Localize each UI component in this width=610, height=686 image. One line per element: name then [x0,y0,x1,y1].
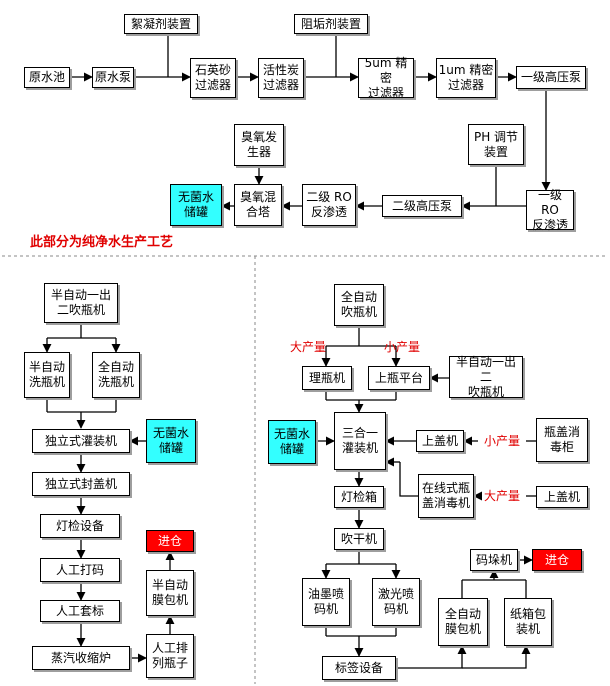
hp-pump-2-box: 二级高压泵 [382,195,462,217]
left-semi-wrapper-box: 半自动 膜包机 [146,570,194,616]
raw-pool-box: 原水池 [24,67,70,88]
left-inspection-box: 灯检设备 [40,514,120,538]
left-full-washer-box: 全自动 洗瓶机 [92,352,140,398]
right-warehouse-box: 进仓 [532,549,582,571]
right-laser-coder-box: 激光喷 码机 [372,578,420,626]
right-inspection-box: 灯检箱 [334,486,384,508]
left-manual-arrange-box: 人工排 列瓶子 [146,634,194,678]
right-auto-wrapper-box: 全自动 膜包机 [438,598,488,646]
carbon-filter-box: 活性炭 过滤器 [258,58,304,98]
sterile-tank-top-box: 无菌水 储罐 [170,184,222,226]
right-dryer-box: 吹干机 [334,528,384,550]
right-triblock-filler-box: 三合一 灌装机 [334,412,386,470]
left-warehouse-box: 进仓 [146,530,194,552]
left-semi-washer-box: 半自动 洗瓶机 [24,352,70,398]
low-output-cap-label: 小产量 [484,434,521,448]
left-shrink-tunnel-box: 蒸汽收缩炉 [32,646,130,670]
left-sterile-tank-box: 无菌水 储罐 [146,419,196,463]
right-carton-packer-box: 纸箱包 装机 [504,598,552,646]
left-blow-molder-box: 半自动一出 二吹瓶机 [44,283,118,323]
right-semi-blow-molder-box: 半自动一出二 吹瓶机 [449,355,523,399]
right-sterile-tank-box: 无菌水 储罐 [268,420,316,464]
right-cap-elevator-box: 上盖机 [416,430,464,452]
ozone-mixer-box: 臭氧混 合塔 [234,184,282,226]
section-title: 此部分为纯净水生产工艺 [30,235,174,250]
right-cap-sterilizing-cabinet-box: 瓶盖消 毒柜 [536,418,588,462]
right-feeding-platform-box: 上瓶平台 [368,366,430,390]
right-unscrambler-box: 理瓶机 [302,366,352,390]
high-output-cap-label: 大产量 [484,489,521,503]
filter-1um-box: 1um 精密 过滤器 [436,58,496,98]
right-cap-elevator-2-box: 上盖机 [536,486,588,508]
left-filler-box: 独立式灌装机 [32,429,130,453]
flocculant-box: 絮凝剂装置 [124,14,198,34]
hp-pump-1-box: 一级高压泵 [516,66,586,89]
left-capper-box: 独立式封盖机 [32,472,130,496]
ro-1-box: 一级 RO 反渗透 [526,188,574,232]
ro-2-box: 二级 RO 反渗透 [302,184,356,226]
ozone-generator-box: 臭氧发 生器 [234,124,284,166]
right-auto-blow-molder-box: 全自动 吹瓶机 [334,284,384,326]
low-output-label: 小产量 [384,340,421,354]
left-manual-labeling-box: 人工套标 [40,600,120,622]
high-output-label: 大产量 [290,340,327,354]
right-ink-coder-box: 油墨喷 码机 [302,578,350,626]
right-inline-cap-sterilizer-box: 在线式瓶 盖消毒机 [418,474,474,518]
right-labeler-box: 标签设备 [322,656,396,680]
connectors [42,34,551,669]
filter-5um-box: 5um 精密 过滤器 [358,56,414,100]
right-palletizer-box: 码垛机 [470,549,518,571]
raw-pump-box: 原水泵 [92,67,134,88]
quartz-filter-box: 石英砂 过滤器 [190,58,236,98]
antiscalant-box: 阻垢剂装置 [294,14,368,34]
left-manual-coding-box: 人工打码 [40,558,120,582]
ph-adjust-box: PH 调节 装置 [468,124,524,165]
